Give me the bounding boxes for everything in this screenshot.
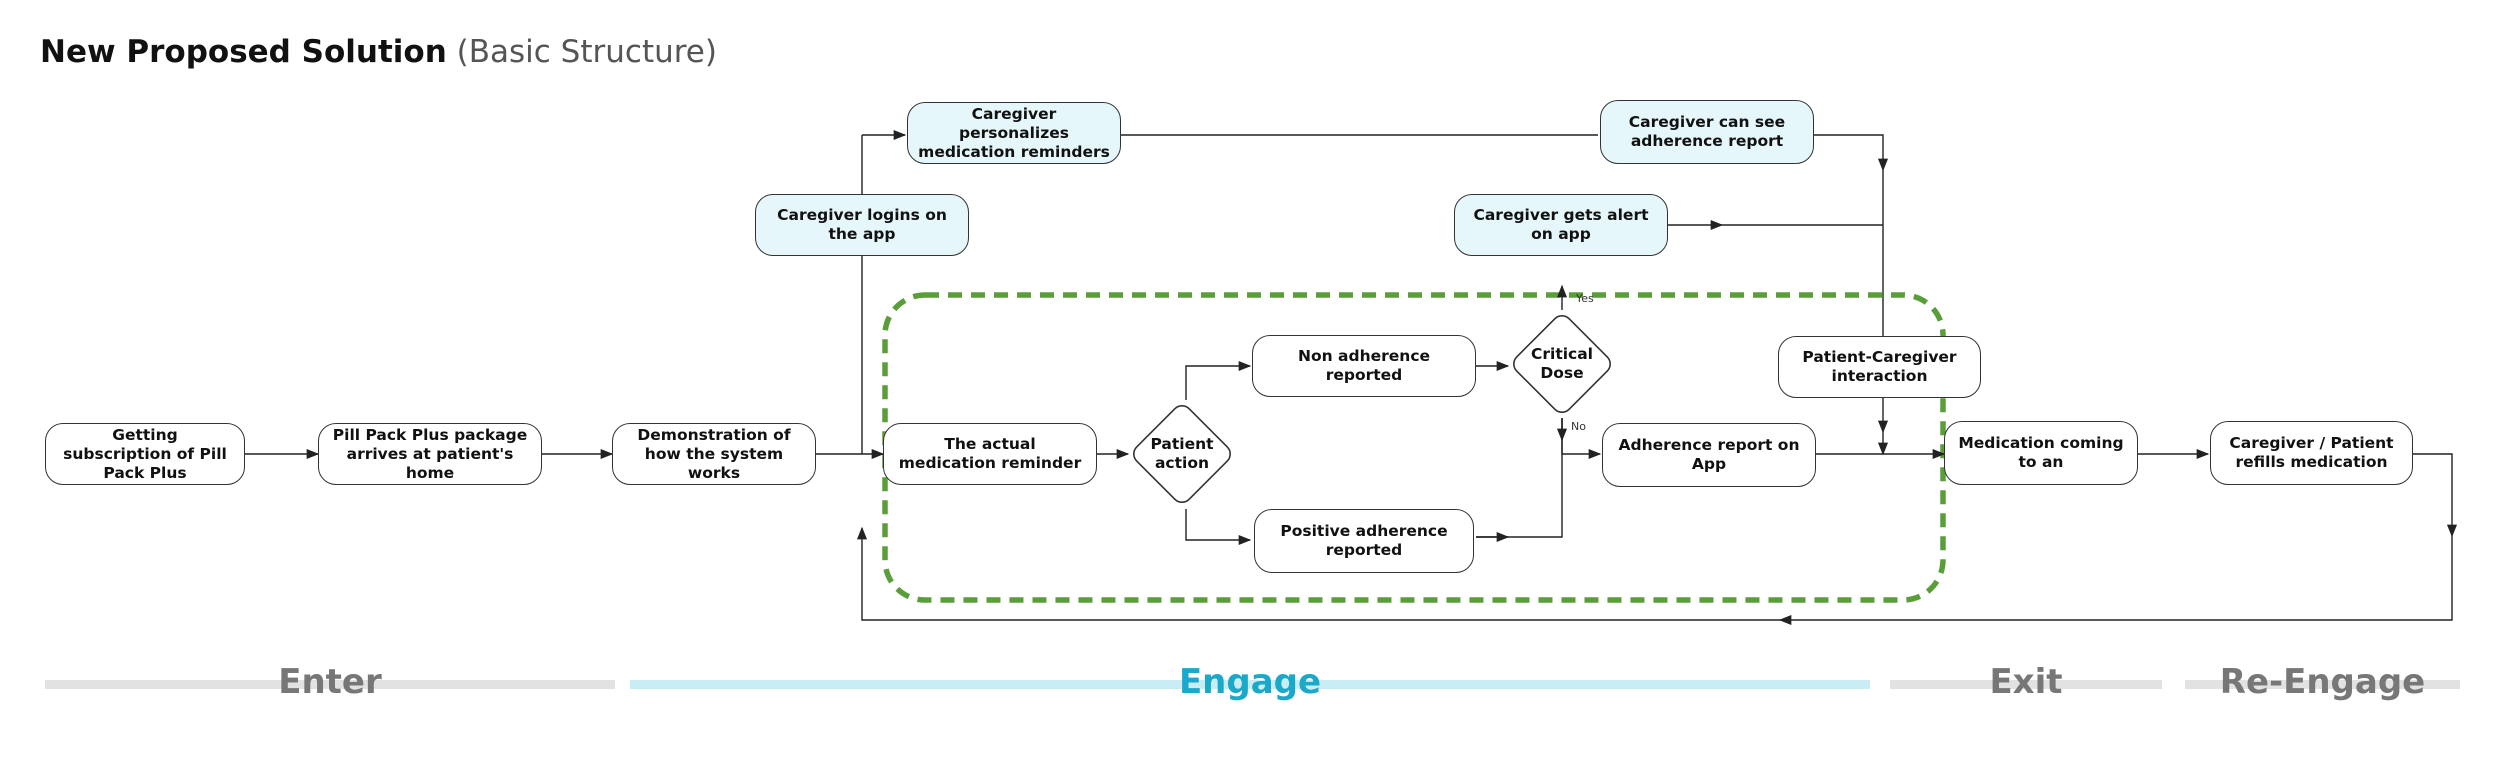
node-positive-adherence: Positive adherence reported <box>1254 509 1474 573</box>
node-package: Pill Pack Plus package arrives at patien… <box>318 423 542 485</box>
page-title: New Proposed Solution (Basic Structure) <box>40 34 717 70</box>
node-demo: Demonstration of how the system works <box>612 423 816 485</box>
node-reminder: The actual medication reminder <box>883 423 1097 485</box>
edge-loop-bottom <box>1778 536 2453 626</box>
edge-positive-merge <box>1476 418 1563 538</box>
node-caregiver-alert: Caregiver gets alert on app <box>1454 194 1668 256</box>
critical-dose-diamond <box>1513 315 1611 413</box>
node-refill: Caregiver / Patient refills medication <box>2210 421 2413 485</box>
edge-action-positive <box>1185 509 1252 546</box>
title-sub: (Basic Structure) <box>456 34 717 70</box>
phase-bar-reengage <box>2185 680 2460 689</box>
phase-reengage: Re-Engage <box>2219 662 2426 702</box>
edge-label-no: No <box>1571 420 1586 433</box>
node-medication-coming: Medication coming to an <box>1944 421 2138 485</box>
phase-enter: Enter <box>278 662 382 702</box>
engage-boundary <box>882 292 1946 603</box>
node-adherence-report: Adherence report on App <box>1602 423 1816 487</box>
edge-seereport-down <box>1814 134 1889 172</box>
label-patient-action: Patient action <box>1150 435 1214 472</box>
phase-exit: Exit <box>1989 662 2063 702</box>
node-caregiver-see-report: Caregiver can see adherence report <box>1600 100 1814 164</box>
edge-action-nonadherence <box>1185 360 1252 400</box>
node-patient-caregiver: Patient-Caregiver interaction <box>1778 336 1981 398</box>
edge-loop-return <box>856 526 1780 621</box>
phase-bar-engage <box>630 680 1870 689</box>
patient-action-diamond <box>1133 405 1231 503</box>
node-caregiver-personalize: Caregiver personalizes medication remind… <box>907 102 1121 164</box>
node-non-adherence: Non adherence reported <box>1252 335 1476 397</box>
node-caregiver-login: Caregiver logins on the app <box>755 194 969 256</box>
edge-refill-loop <box>2413 453 2458 538</box>
title-main: New Proposed Solution <box>40 34 447 70</box>
label-critical-dose: Critical Dose <box>1530 345 1593 382</box>
phase-engage: Engage <box>1178 662 1322 702</box>
phase-bar-exit <box>1890 680 2162 689</box>
phase-bar-enter <box>45 680 615 689</box>
edge-label-yes: Yes <box>1576 292 1594 305</box>
node-subscription: Getting subscription of Pill Pack Plus <box>45 423 245 485</box>
